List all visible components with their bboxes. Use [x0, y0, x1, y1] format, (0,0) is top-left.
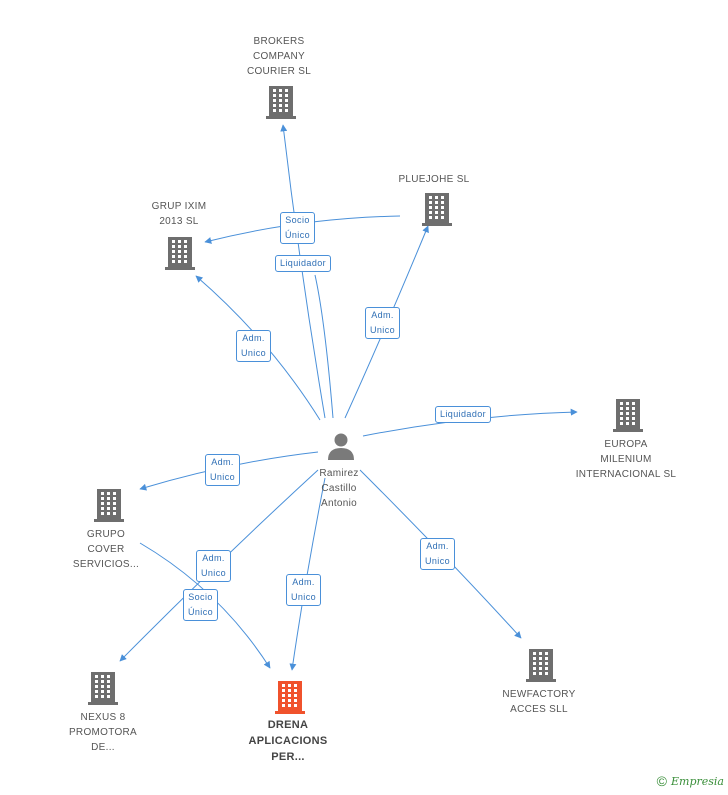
node-brokers[interactable] — [266, 85, 296, 124]
relation-label: Adm. Unico — [196, 550, 232, 582]
relation-label: Adm. Unico — [205, 454, 241, 486]
building-icon — [422, 193, 452, 226]
node-nexus[interactable] — [88, 671, 118, 710]
building-icon — [275, 681, 305, 714]
node-label-nexus[interactable]: NEXUS 8 PROMOTORA DE... — [68, 712, 138, 753]
node-label-europa[interactable]: EUROPA MILENIUM INTERNACIONAL SL — [575, 439, 677, 480]
node-drena[interactable] — [275, 680, 305, 719]
relation-label: Socio Único — [280, 212, 316, 244]
relation-label: Adm. Unico — [420, 538, 456, 570]
building-icon — [526, 649, 556, 682]
node-pluejohe[interactable] — [422, 192, 452, 231]
relation-label: Adm. Unico — [365, 307, 401, 339]
building-icon — [88, 672, 118, 705]
building-icon — [165, 237, 195, 270]
node-label-grupixim[interactable]: GRUP IXIM 2013 SL — [151, 201, 207, 227]
edge-liquidador-top — [314, 274, 334, 419]
node-label-pluejohe[interactable]: PLUEJOHE SL — [398, 174, 470, 185]
building-icon — [613, 399, 643, 432]
relation-label: Liquidador — [275, 255, 332, 272]
relation-label: Liquidador — [435, 406, 492, 423]
node-label-grupocover[interactable]: GRUPO COVER SERVICIOS... — [72, 529, 140, 570]
building-icon — [266, 86, 296, 119]
node-label-brokers[interactable]: BROKERS COMPANY COURIER SL — [246, 36, 312, 77]
relation-label: Adm. Unico — [286, 574, 322, 606]
node-grupixim[interactable] — [165, 236, 195, 275]
building-icon — [94, 489, 124, 522]
person-icon — [328, 433, 354, 460]
node-label-newfactory[interactable]: NEWFACTORY ACCES SLL — [502, 689, 576, 715]
copyright-icon: © — [656, 773, 667, 789]
center-person-name[interactable]: Ramirez Castillo Antonio — [319, 468, 359, 509]
node-europa[interactable] — [613, 398, 643, 437]
relation-label: Socio Único — [183, 589, 219, 621]
relation-label: Adm. Unico — [236, 330, 272, 362]
footer: © Empresia — [657, 773, 724, 789]
node-label-drena[interactable]: DRENA APLICACIONS PER... — [248, 719, 328, 763]
center-person[interactable] — [326, 431, 356, 466]
node-grupocover[interactable] — [94, 488, 124, 527]
node-newfactory[interactable] — [526, 648, 556, 687]
brand-logo[interactable]: Empresia — [671, 775, 724, 788]
